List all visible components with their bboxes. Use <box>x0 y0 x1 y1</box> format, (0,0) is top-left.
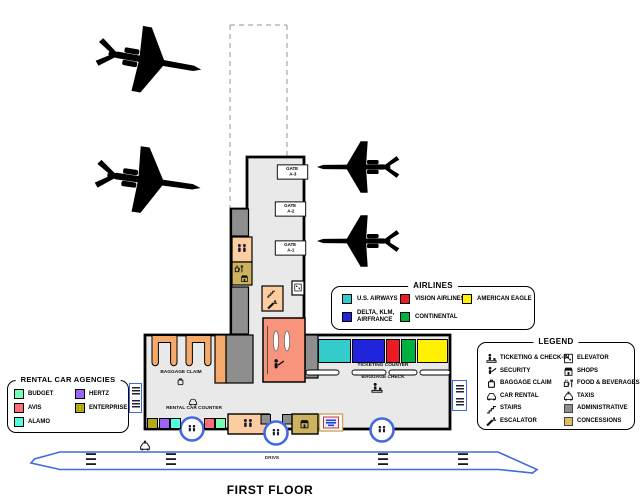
baggage-check-label: BAGGAGE CHECK <box>361 374 405 380</box>
ticketing-counters <box>305 369 451 376</box>
rental-swatch-budget <box>14 389 24 399</box>
airline-swatch-delta-klm <box>342 312 352 322</box>
rental-label: ENTERPRISE <box>89 405 128 411</box>
rental-swatch-alamo <box>14 417 24 427</box>
administrative-small-block <box>282 414 293 425</box>
legend-panel-title: LEGEND <box>533 337 579 346</box>
counter-block-vision <box>386 339 400 363</box>
legend-label: TAXIS <box>577 392 595 399</box>
counter-block-delta-klm <box>352 339 385 363</box>
counter-block-american-eagle <box>417 339 448 363</box>
administrative-swatch <box>564 404 573 413</box>
page-title: FIRST FLOOR <box>226 483 314 497</box>
legend-label: ELEVATOR <box>577 355 609 361</box>
gate-a1-label: GATE A-1 <box>274 240 307 256</box>
airline-swatch-continental <box>400 312 410 322</box>
shops-area-entrance <box>291 413 319 435</box>
rental-label: ALAMO <box>28 419 50 425</box>
legend-label: ESCALATOR <box>500 417 537 424</box>
legend-label: CAR RENTAL <box>500 392 539 399</box>
baggage-claim-label: BAGGAGE CLAIM <box>160 369 202 375</box>
transit-sign <box>323 416 339 429</box>
rental-swatch-hertz <box>75 389 85 399</box>
legend-label: BAGGAGE CLAIM <box>500 380 552 386</box>
drive-label: DRIVE <box>264 455 280 461</box>
airline-swatch-american-eagle <box>462 294 472 304</box>
food-icon <box>563 379 574 388</box>
airline-label: DELTA, KLM, AIRFRANCE <box>357 310 395 323</box>
elevator-box <box>291 280 305 296</box>
rental-square-avis <box>203 418 215 429</box>
airline-label: AMERICAN EAGLE <box>477 296 532 302</box>
walkway-bars-icon <box>455 385 464 406</box>
security-checkpoint-area <box>262 317 306 383</box>
administrative-areas <box>225 208 319 384</box>
taxi-stand-icon <box>140 440 150 452</box>
security-icon <box>488 365 497 375</box>
baggage-carousels <box>151 335 212 367</box>
rental-swatch-enterprise <box>75 403 85 413</box>
legend-label: SECURITY <box>500 367 531 374</box>
concessions-swatch <box>564 416 573 426</box>
counter-block-us-airways <box>318 339 351 363</box>
rental-car-counter-label: RENTAL CAR COUNTER <box>166 405 222 411</box>
taxi-icon <box>564 390 573 401</box>
legend-label: ADMINISTRATIVE <box>577 405 628 411</box>
walkway-marker-right <box>452 380 467 411</box>
car-icon <box>487 392 496 401</box>
legend-panel: LEGEND TICKETING & CHECK-IN SECURITY BAG… <box>477 337 640 430</box>
walkway-bars-icon <box>131 387 140 408</box>
escalator-icon <box>486 415 497 427</box>
airlines-panel: AIRLINES U.S. AIRWAYS VISION AIRLINES AM… <box>331 281 535 330</box>
airline-label: CONTINENTAL <box>415 314 458 320</box>
shops-icon <box>563 366 574 376</box>
walkway-marker-left <box>129 383 142 413</box>
airplane-top-left <box>91 18 207 103</box>
airlines-panel-title: AIRLINES <box>408 281 458 290</box>
airline-label: U.S. AIRWAYS <box>357 296 398 302</box>
ticketing-counter-label: TICKETING COUNTER <box>357 362 409 368</box>
escalator-strip <box>214 334 227 384</box>
rental-swatch-avis <box>14 403 24 413</box>
legend-label: TICKETING & CHECK-IN <box>500 355 570 361</box>
rental-square-hertz <box>158 418 170 429</box>
elevator-icon <box>564 353 573 364</box>
airplane-gate-lower <box>317 215 400 267</box>
rental-label: AVIS <box>28 405 42 411</box>
rental-panel-title: RENTAL CAR AGENCIES <box>15 375 121 384</box>
drive-road <box>29 451 539 474</box>
gate-a3-label: GATE A-3 <box>276 164 309 180</box>
legend-label: STAIRS <box>500 405 522 411</box>
airline-label: VISION AIRLINES <box>415 296 465 302</box>
restrooms-area-concourse <box>231 236 253 263</box>
rental-square-budget <box>215 418 226 429</box>
legend-label: FOOD & BEVERAGES <box>577 380 640 386</box>
baggage-icon <box>488 379 495 388</box>
airplane-mid-left <box>91 140 206 221</box>
ticketing-icon <box>486 353 497 363</box>
airline-swatch-vision <box>400 294 410 304</box>
road-markings <box>86 453 468 465</box>
terminal-entrances <box>179 416 395 446</box>
airline-swatch-us-airways <box>342 294 352 304</box>
rental-square-alamo <box>170 418 181 429</box>
administrative-small-block <box>260 414 271 425</box>
rental-label: BUDGET <box>28 391 54 397</box>
gate-a2-label: GATE A-2 <box>274 201 307 217</box>
legend-label: SHOPS <box>577 367 599 374</box>
legend-label: CONCESSIONS <box>577 417 622 424</box>
rental-square-enterprise <box>147 418 158 429</box>
stairs-escalator-area <box>261 285 284 312</box>
apron-dashed-lines <box>229 24 288 209</box>
rental-label: HERTZ <box>89 391 109 397</box>
stairs-icon <box>486 406 497 414</box>
rental-agencies-panel: RENTAL CAR AGENCIES BUDGET AVIS ALAMO HE… <box>7 375 129 433</box>
counter-block-continental <box>401 339 416 363</box>
airplane-gate-upper <box>317 141 400 193</box>
